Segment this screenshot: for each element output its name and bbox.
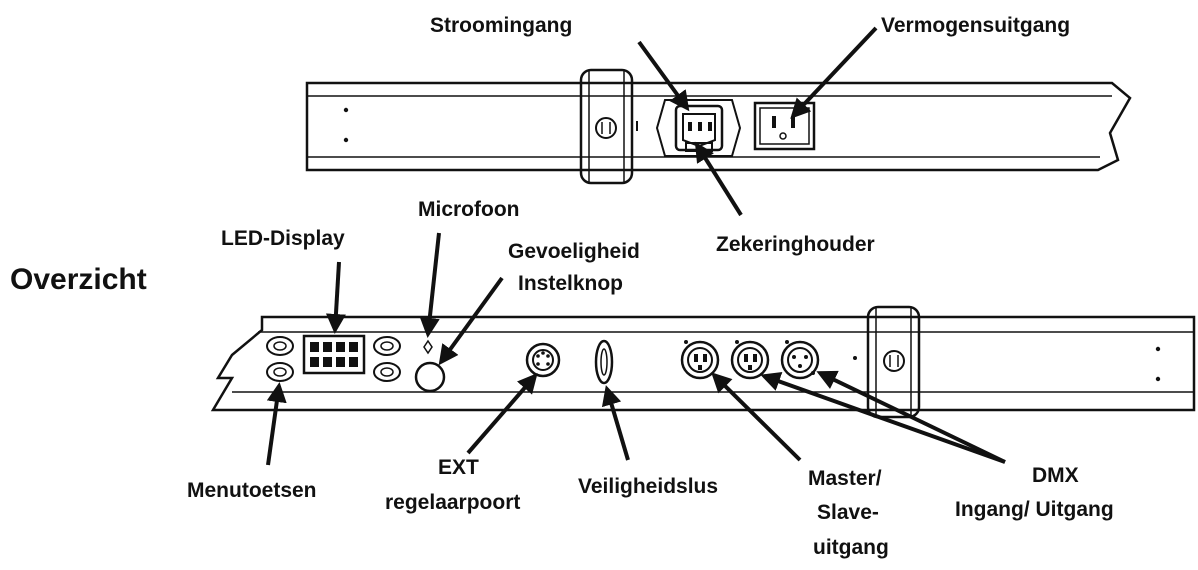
bottom-unit-body [210,315,1196,412]
bracket-knob-icon [883,350,905,372]
safety-loop-icon [594,339,614,385]
label-menu-buttons: Menutoetsen [187,479,317,502]
label-power-in: Stroomingang [430,14,572,37]
page-title: Overzicht [10,263,147,296]
label-sensitivity-1: Gevoeligheid [508,240,640,263]
label-safety-loop: Veiligheidslus [578,475,718,498]
arrow-led-display [325,261,346,334]
label-microphone: Microfoon [418,198,519,221]
menu-buttons [266,336,401,382]
label-dmx-2: Ingang/ Uitgang [955,498,1114,521]
label-power-out: Vermogensuitgang [881,14,1070,37]
label-sensitivity-2: Instelknop [518,272,623,295]
label-ext-1: EXT [438,456,479,479]
label-dmx-1: DMX [1032,464,1079,487]
bottom-unit [210,305,1196,419]
arrow-sensitivity [438,276,504,366]
arrow-master-slave [711,372,802,462]
label-ext-2: regelaarpoort [385,491,520,514]
power-outlet-icon [753,101,816,151]
label-master-2: Slave- [817,501,879,524]
arrow-fuse-holder [694,141,743,217]
power-inlet-icon [655,99,742,157]
arrow-power-in [637,40,690,112]
label-fuse-holder: Zekeringhouder [716,233,875,256]
master-slave-output-icon [680,340,720,380]
dmx-input-icon [730,340,770,380]
top-unit-body [305,81,1132,172]
led-display-icon [302,334,366,375]
arrow-ext-port [466,372,538,455]
arrow-safety-loop [601,385,630,461]
ext-controller-port-icon [525,342,561,378]
arrow-power-out [790,26,878,119]
label-led-display: LED-Display [221,227,345,250]
dmx-output-icon [780,340,820,380]
arrow-microphone [419,232,441,338]
bracket-knob-icon [595,117,617,139]
label-master-1: Master/ [808,467,882,490]
top-mounting-bracket [579,68,634,185]
microphone-icon [423,339,433,355]
label-master-3: uitgang [813,536,889,559]
sensitivity-knob-icon [414,361,446,393]
arrow-dmx-out [816,370,1006,464]
top-unit [305,68,1132,185]
arrow-dmx-in [760,371,1006,464]
arrow-menu-buttons [266,382,287,466]
